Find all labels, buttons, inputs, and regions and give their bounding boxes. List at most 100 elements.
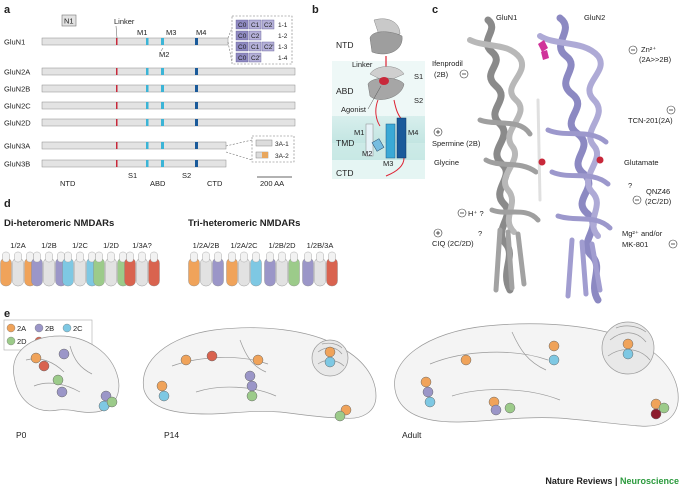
m3-segment [161, 68, 164, 75]
expression-dot [38, 360, 50, 372]
m2-label: M2 [159, 50, 169, 59]
subunit-cap [190, 251, 198, 263]
panel-a: a N1 Linker M1 M3 M4 M2 GluN1GluN2AGluN2… [4, 4, 296, 188]
age-adult: Adult [402, 430, 422, 440]
panel-label-c: c [432, 4, 438, 16]
subunit-label: GluN3A [4, 142, 30, 151]
c-ifenprodil: Ifenprodil [432, 59, 463, 68]
m4-segment [195, 85, 198, 92]
expression-dot [324, 346, 336, 358]
m1-segment [146, 160, 149, 167]
linker-label: Linker [114, 17, 135, 26]
subunit-cap [266, 251, 274, 263]
subunit-label: GluN2B [4, 85, 30, 94]
subunit-bar [41, 84, 296, 93]
domain-s1: S1 [128, 171, 137, 180]
subunit-bars: GluN1GluN2AGluN2BGluN2CGluN2DGluN3AGluN3… [4, 38, 296, 169]
c-ciq: CIQ (2C/2D) [432, 239, 474, 248]
cassette-label: C2 [264, 22, 273, 29]
di-receptor: 1/2B [31, 241, 67, 287]
subunit-cap [14, 251, 22, 263]
domain-s2: S2 [182, 171, 191, 180]
cassette-label: C0 [238, 44, 247, 51]
subunit-label: GluN3B [4, 160, 30, 169]
expression-dot [548, 340, 560, 352]
expression-dots [30, 338, 670, 422]
c-spermine: Spermine (2B) [432, 139, 481, 148]
m4-helix [396, 117, 407, 159]
c-qnz-sub: (2C/2D) [645, 197, 672, 206]
subunit-cap [214, 251, 222, 263]
age-p0: P0 [16, 430, 27, 440]
expression-dot [650, 408, 662, 420]
cassette-label: C0 [238, 22, 247, 29]
receptor-label: 1/2B/3A [307, 241, 334, 250]
subunit-cap [304, 251, 312, 263]
n3a-variant-2: 3A-2 [275, 153, 289, 160]
subunit-cap [33, 251, 41, 263]
receptor-label: 1/2A/2B [193, 241, 220, 250]
m3-segment [161, 85, 164, 92]
linker-mark [116, 38, 118, 45]
c-glun1: GluN1 [496, 13, 517, 22]
journal-name: Nature Reviews [545, 476, 613, 486]
m3-segment [161, 38, 164, 45]
splice-cassette [248, 19, 262, 30]
expression-dot [334, 410, 346, 422]
subunit-label: GluN1 [4, 38, 25, 47]
di-receptor: 1/3A? [124, 241, 160, 287]
b-m1: M1 [354, 128, 364, 137]
c-mk: MK-801 [622, 240, 648, 249]
expression-dot [30, 352, 42, 364]
subunit-cap [252, 251, 260, 263]
m1-segment [146, 68, 149, 75]
subunit-bar [41, 141, 227, 150]
b-m2: M2 [362, 149, 372, 158]
expression-dot [246, 380, 258, 392]
b-ntd: NTD [336, 40, 353, 50]
c-q2: ? [478, 229, 482, 238]
n3a-variant-1: 3A-1 [275, 141, 289, 148]
cassette-label: C0 [238, 55, 247, 62]
m4-segment [195, 160, 198, 167]
subunit-cap [202, 251, 210, 263]
c-ifenprodil-sub: (2B) [434, 70, 449, 79]
brain-p14 [142, 327, 377, 419]
subunit-cap [278, 251, 286, 263]
m3-segment [161, 102, 164, 109]
expression-dot [622, 338, 634, 350]
age-p14: P14 [164, 430, 179, 440]
legend-swatch [6, 323, 16, 333]
tri-receptor: 1/2B/2D [264, 241, 300, 287]
legend-swatch [6, 336, 16, 346]
expression-dot [158, 390, 170, 402]
panel-label-e: e [4, 308, 10, 320]
expression-dot [420, 376, 432, 388]
splice-cassette [235, 30, 249, 41]
receptor-label: 1/2C [72, 241, 88, 250]
panel-c: c GluN1 GluN2 Ifenprodil (2B) Zn²⁺ (2A>>… [432, 4, 678, 304]
legend-label: 2D [17, 337, 27, 346]
domain-abd: ABD [150, 179, 166, 188]
panel-d: d Di-heteromeric NMDARs Tri-heteromeric … [0, 198, 338, 287]
m1-segment [146, 102, 149, 109]
m4-segment [195, 142, 198, 149]
subunit-label: GluN2A [4, 68, 30, 77]
expression-dot [460, 354, 472, 366]
m1-segment [146, 142, 149, 149]
expression-dot [252, 354, 264, 366]
c-tcn: TCN-201(2A) [628, 116, 673, 125]
splice-variant-label: 1-3 [278, 44, 288, 51]
subunit-cap [64, 251, 72, 263]
subunit-cap [95, 251, 103, 263]
panel-b: b NTD ABD TMD CTD Linker S1 S2 Agonist M… [312, 4, 425, 179]
expression-dot [422, 386, 434, 398]
m1-segment [146, 38, 149, 45]
legend-swatch [62, 323, 72, 333]
subunit-cap [328, 251, 336, 263]
panel-label-a: a [4, 4, 11, 16]
splice-cassette [235, 41, 249, 52]
m1-helix [365, 123, 374, 157]
expression-dot [206, 350, 218, 362]
